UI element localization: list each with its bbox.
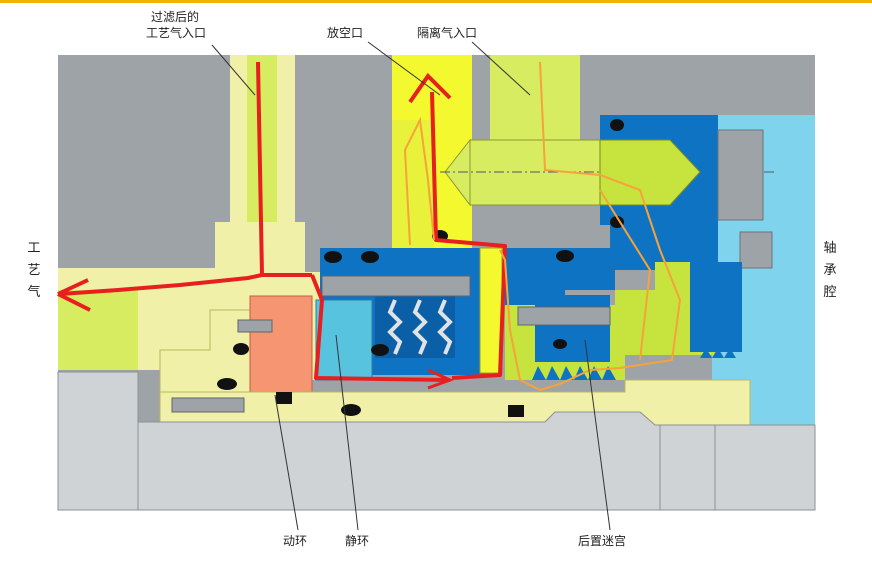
o-ring — [553, 339, 567, 349]
label-vent-port: 放空口 — [327, 26, 364, 40]
o-ring — [361, 251, 379, 263]
gray-plug-right — [717, 129, 764, 221]
label-process-gas: 工 艺 气 — [26, 238, 42, 304]
label-bearing-cavity-char: 腔 — [823, 285, 837, 300]
top-rule — [0, 0, 872, 3]
leader-inlet — [211, 44, 256, 96]
center-bolt — [321, 275, 471, 297]
vent-slot — [479, 247, 503, 374]
shaft-step-right — [659, 424, 716, 511]
pin-small — [237, 319, 273, 333]
blue-retainer-lower — [535, 295, 610, 362]
leader-isolation — [471, 41, 531, 96]
label-process-gas-char: 工 — [27, 241, 41, 256]
upper-housing-right — [580, 55, 815, 115]
arrow-process-gas-out — [57, 278, 91, 312]
o-ring — [217, 378, 237, 390]
leader-rotating-ring — [274, 394, 299, 531]
process-gas-lower — [58, 290, 138, 370]
label-isolation-gas-inlet: 隔离气入口 — [417, 26, 478, 40]
leader-vent — [367, 41, 441, 96]
label-filtered-gas-inlet-line1: 过滤后的 — [151, 10, 200, 24]
label-bearing-cavity-char: 轴 — [823, 241, 837, 256]
blue-lower-right — [690, 262, 742, 352]
bolt-right — [739, 231, 773, 269]
label-rotating-ring: 动环 — [283, 534, 308, 548]
o-ring — [324, 251, 342, 263]
stationary-ring — [315, 299, 373, 381]
isolation-gas-flow-line — [403, 116, 435, 246]
isolation-gas-flow-line — [499, 61, 682, 392]
o-ring — [341, 404, 361, 416]
spring-1 — [387, 299, 403, 355]
shaft-lower — [137, 411, 816, 511]
o-ring — [556, 250, 574, 262]
shaft-step-left — [57, 371, 139, 511]
o-ring — [508, 405, 524, 417]
label-filtered-gas-inlet-line2: 工艺气入口 — [146, 26, 207, 40]
seal-housing-right — [505, 248, 615, 305]
label-process-gas-char: 气 — [27, 285, 41, 300]
rotating-ring — [249, 295, 313, 393]
o-ring — [233, 343, 249, 355]
label-bearing-cavity-char: 承 — [823, 263, 837, 278]
spring-3 — [437, 299, 453, 355]
o-ring — [610, 119, 624, 131]
process-gas-flow-line — [59, 61, 507, 382]
vent-channel-inner — [392, 120, 434, 250]
arrow-vent-up — [408, 72, 452, 104]
label-stationary-ring: 静环 — [345, 534, 370, 548]
leader-rear-labyrinth — [584, 339, 611, 531]
label-bearing-cavity: 轴 承 腔 — [822, 238, 838, 304]
o-ring — [371, 344, 389, 356]
leader-stationary-ring — [335, 334, 359, 531]
o-ring — [276, 392, 292, 404]
labyrinth-bolt — [517, 306, 611, 326]
bolt-left — [171, 397, 245, 413]
conical-pin-tip — [444, 138, 471, 207]
o-ring — [610, 216, 624, 228]
isolation-channel — [490, 55, 580, 145]
spring-2 — [412, 299, 428, 355]
label-rear-labyrinth: 后置迷宫 — [578, 534, 627, 548]
labyrinth-teeth-right — [700, 348, 736, 358]
arrow-flow-right — [427, 368, 454, 390]
lime-pin-head — [599, 139, 701, 206]
label-process-gas-char: 艺 — [27, 263, 41, 278]
isolation-gas-flow-line — [599, 189, 652, 361]
